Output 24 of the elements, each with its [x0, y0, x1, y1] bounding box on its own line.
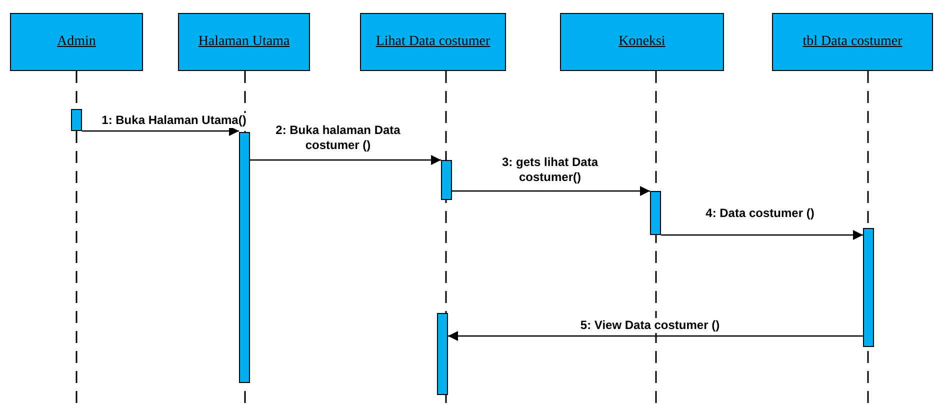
- lifeline-title: Halaman Utama: [198, 33, 290, 51]
- lifeline-title: Admin: [57, 33, 96, 51]
- edge-label: 5: View Data costumer (): [580, 318, 720, 332]
- lifeline-title: tbl Data costumer: [802, 33, 902, 51]
- lifeline-header-box: [560, 13, 724, 71]
- lifeline-header-box: [178, 13, 310, 71]
- message-arrow: [82, 126, 239, 136]
- activation-bar: [650, 191, 661, 235]
- activation-bar: [863, 228, 874, 347]
- lifeline-header-box: [360, 13, 506, 71]
- activation-bar: [437, 313, 448, 395]
- edge-label: 1: Buka Halaman Utama(): [102, 113, 246, 128]
- message-arrow: [448, 331, 863, 341]
- message-arrow: [661, 230, 863, 240]
- lifeline-title: Koneksi: [618, 33, 666, 51]
- activation-bar: [239, 132, 250, 383]
- lifeline-title: Lihat Data costumer: [376, 33, 490, 51]
- lifeline-header-box: [772, 13, 933, 71]
- message-arrow: [452, 186, 650, 196]
- edge-label: 4: Data costumer (): [706, 206, 814, 220]
- lifeline-header-box: [10, 13, 143, 71]
- activation-bar: [441, 160, 452, 200]
- activation-bar: [71, 109, 82, 131]
- message-arrow: [250, 155, 441, 165]
